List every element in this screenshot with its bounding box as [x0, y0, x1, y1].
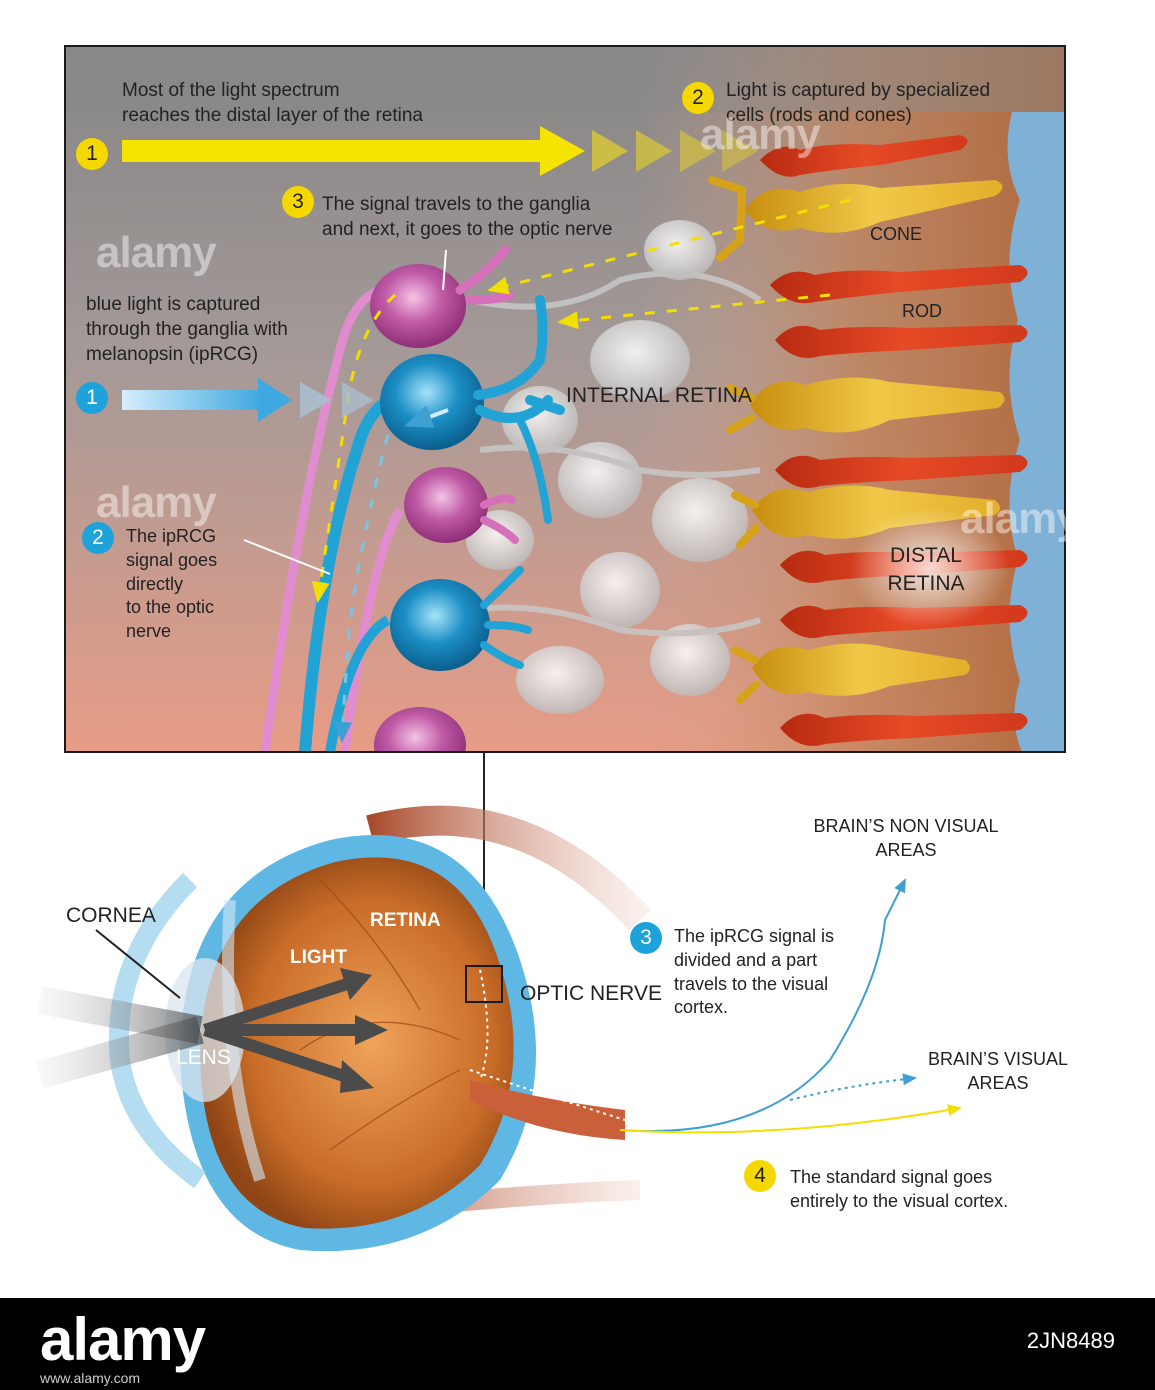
label-rod: ROD	[902, 301, 942, 321]
label-cornea: CORNEA	[66, 904, 156, 927]
label-step3-yellow: The signal travels to the ganglia and ne…	[322, 194, 613, 241]
label-retina: RETINA	[370, 910, 441, 931]
yellow-signal-path	[122, 126, 851, 603]
label-optic-nerve: OPTIC NERVE	[520, 982, 662, 1005]
label-step4-yellow: The standard signal goes entirely to the…	[790, 1167, 1009, 1211]
footer-band	[0, 1298, 1155, 1390]
blue-signal-path	[122, 378, 449, 743]
footer-logo: alamy	[40, 1306, 206, 1373]
cone-cells	[708, 176, 1005, 704]
zoom-box	[465, 965, 503, 1003]
eye-cross-section	[30, 805, 652, 1252]
internal-retina-cells	[466, 220, 762, 714]
watermark-logo-overlay-mid: alamy	[96, 478, 217, 527]
rod-cells	[760, 135, 1028, 746]
cornea-leader	[95, 929, 181, 999]
footer-image-id: 2JN8489	[1026, 1328, 1115, 1353]
label-brain-non-visual: BRAIN’S NON VISUAL AREAS	[813, 816, 999, 860]
label-blue-light: blue light is captured through the gangl…	[86, 294, 288, 366]
label-step2-blue: The ipRCG signal goes directly to the op…	[126, 526, 218, 641]
callout-line-iprcg	[243, 539, 331, 575]
label-step1-yellow: Most of the light spectrum reaches the d…	[122, 80, 424, 127]
blue-ganglion-cell	[380, 354, 484, 450]
watermark-logo-overlay-right: alamy	[960, 494, 1081, 543]
badge-3-yellow: 3	[282, 186, 314, 218]
badge-2-yellow: 2	[682, 82, 714, 114]
badge-4-yellow: 4	[744, 1160, 776, 1192]
badge-3-blue: 3	[630, 922, 662, 954]
label-cone: CONE	[870, 224, 923, 244]
label-step2-yellow: Light is captured by specialized cells (…	[726, 80, 991, 127]
label-step3-blue: The ipRCG signal is divided and a part t…	[674, 926, 835, 1018]
label-distal-retina: DISTAL RETINA	[887, 544, 965, 595]
light-arrows	[203, 968, 388, 1093]
pink-ganglion-cell	[370, 264, 466, 348]
label-brain-visual: BRAIN’S VISUAL AREAS	[927, 1049, 1069, 1093]
label-lens: LENS	[176, 1046, 231, 1069]
footer-link: www.alamy.com	[40, 1370, 141, 1386]
photoreceptor-layer	[708, 135, 1028, 746]
retina-panel	[64, 45, 1066, 753]
label-internal-retina: INTERNAL RETINA	[566, 384, 752, 407]
watermark-logo-overlay: alamy	[700, 110, 821, 159]
badge-1-blue: 1	[76, 382, 108, 414]
watermark-logo-overlay-left: alamy	[96, 228, 217, 277]
distal-retina-glow	[850, 508, 1010, 628]
label-light: LIGHT	[290, 947, 347, 968]
badge-1-yellow: 1	[76, 138, 108, 170]
brain-pathways	[619, 878, 962, 1134]
badge-2-blue: 2	[82, 522, 114, 554]
callout-line-signal	[442, 249, 447, 291]
